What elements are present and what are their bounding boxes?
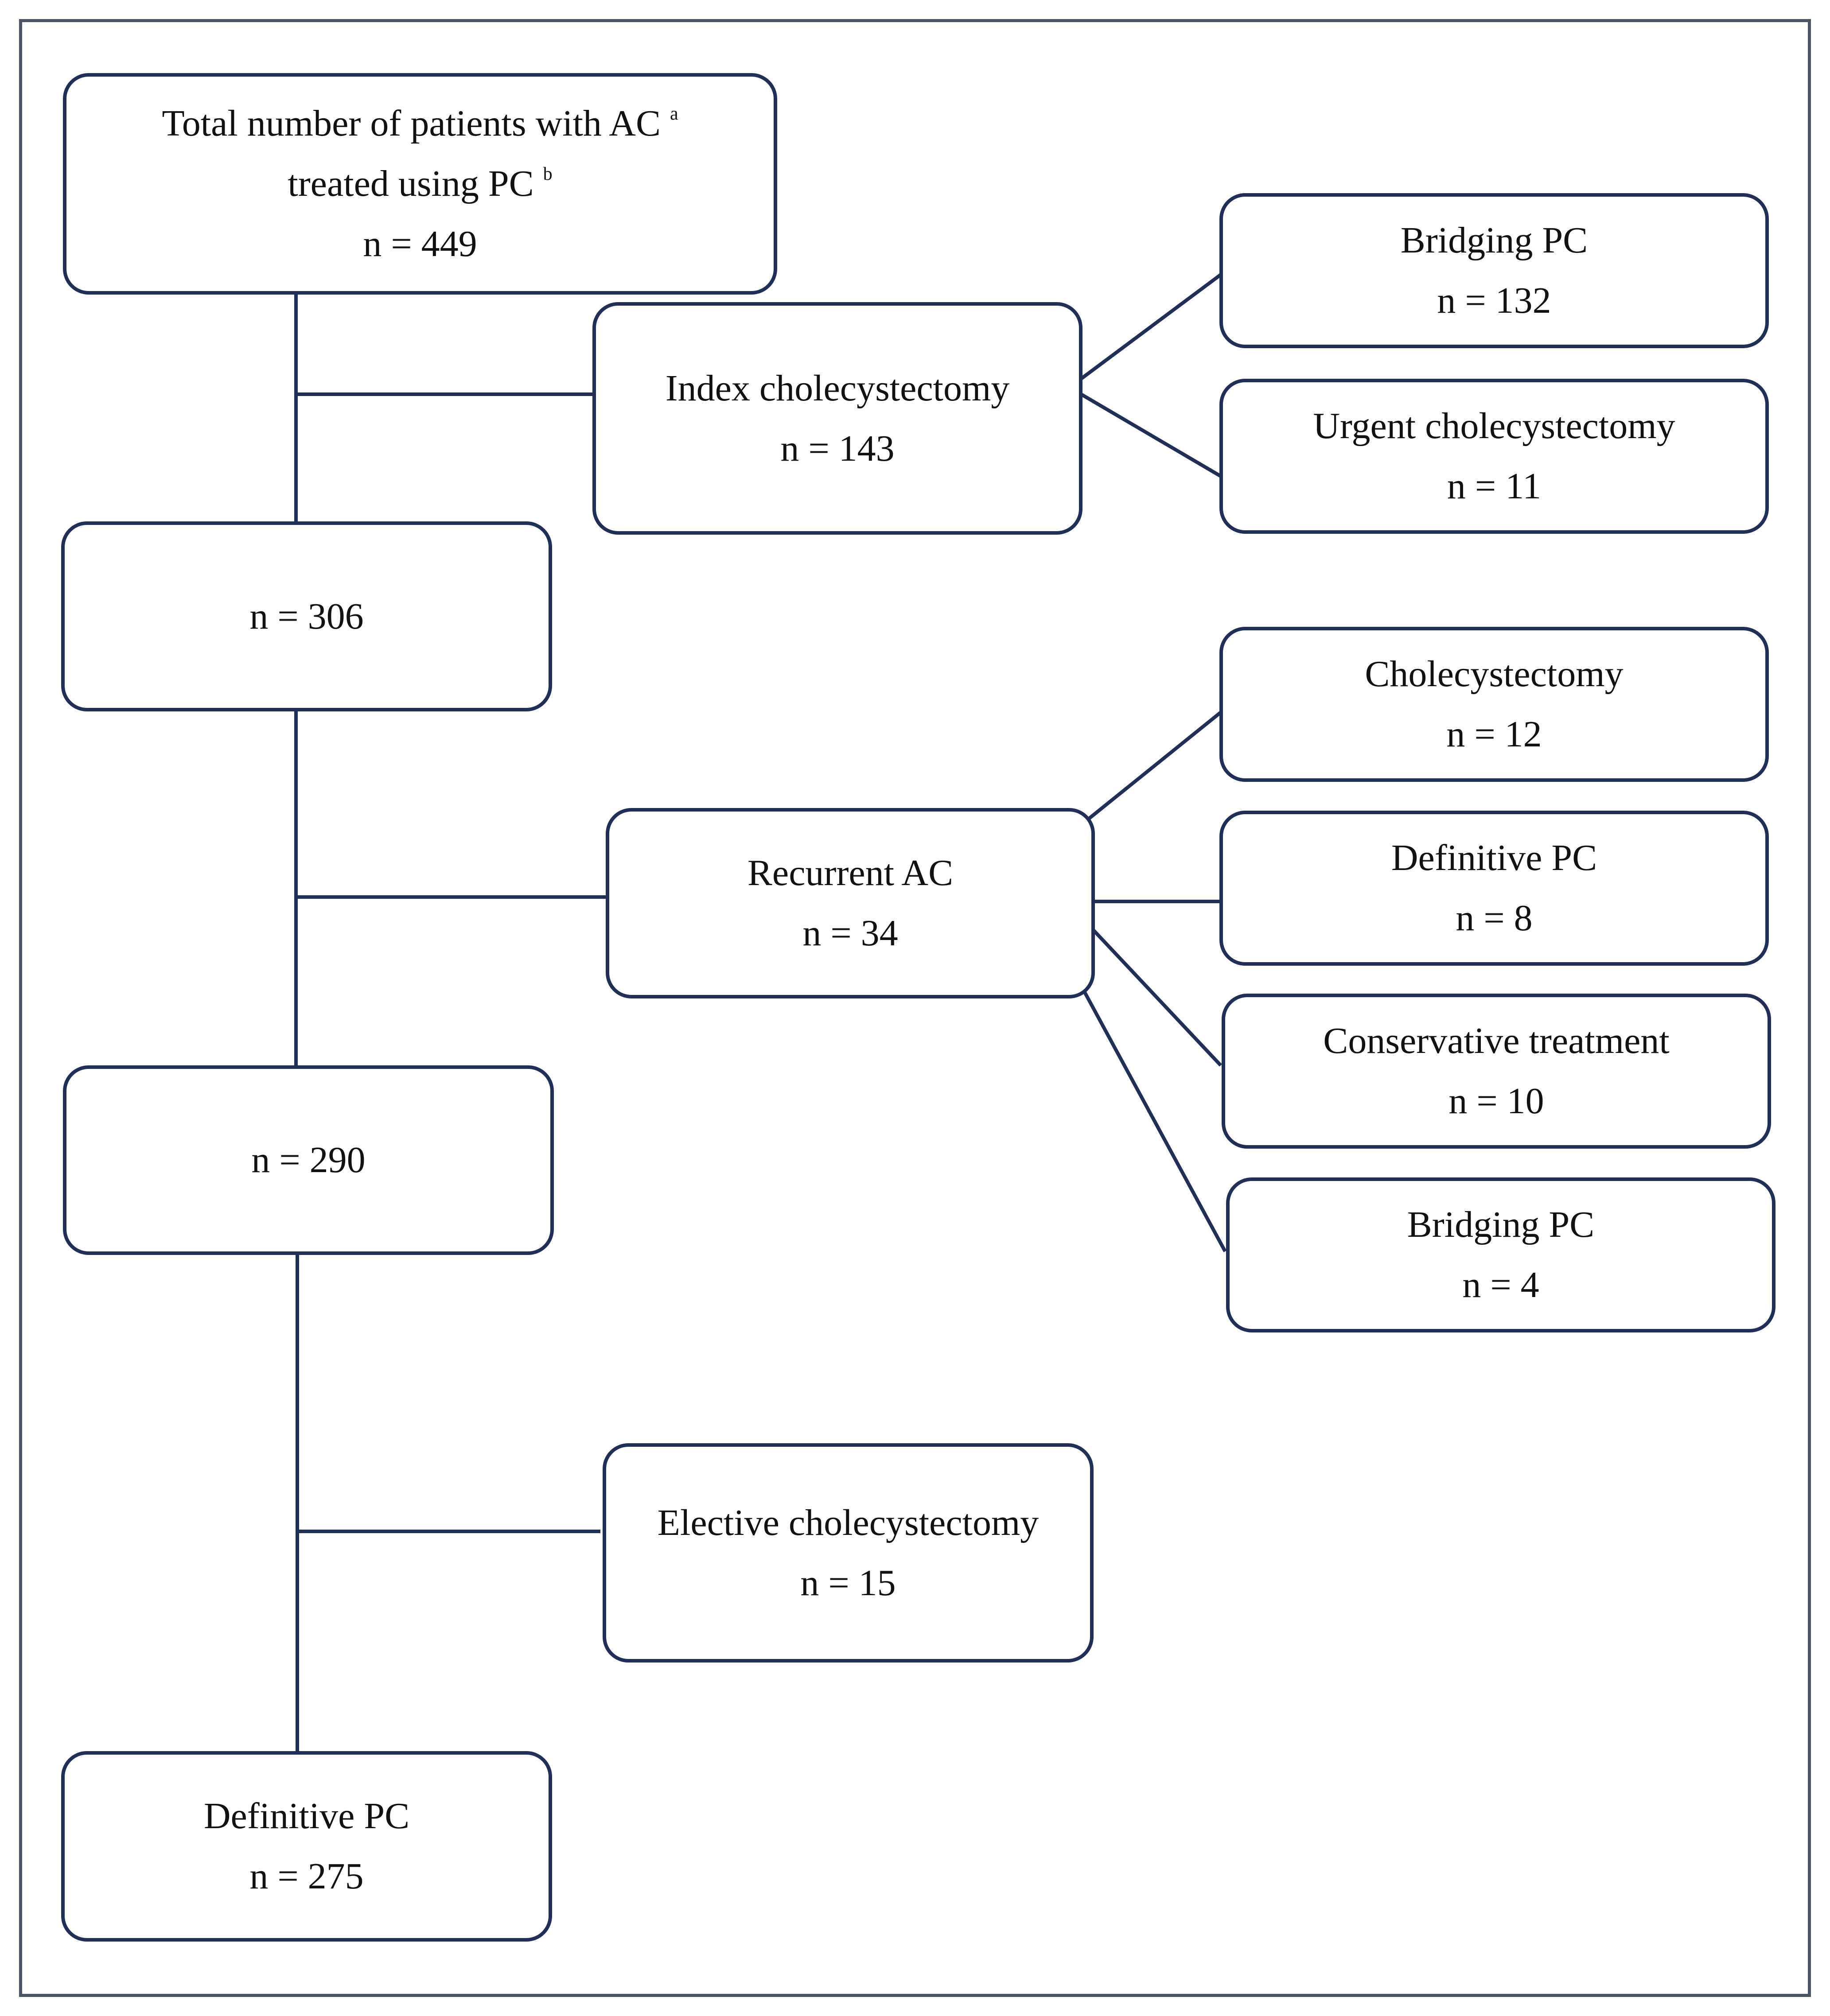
rec-definitive-count: n = 8	[1456, 897, 1533, 939]
index-cholecystectomy-box: Index cholecystectomy n = 143	[592, 302, 1082, 535]
elective-count: n = 15	[800, 1562, 896, 1604]
footnote-a: a	[670, 104, 678, 124]
diagram-frame	[19, 19, 1811, 1997]
recurrent-label: Recurrent AC	[747, 852, 954, 893]
link-recurrent-bridging	[1083, 991, 1227, 1252]
urgent-count: n = 11	[1447, 466, 1542, 507]
bridging1-label: Bridging PC	[1400, 220, 1588, 261]
bridging-pc-small-box: Bridging PC n = 4	[1226, 1177, 1775, 1332]
link-recurrent-chole	[1086, 707, 1226, 821]
urgent-label: Urgent cholecystectomy	[1313, 405, 1675, 447]
index-label: Index cholecystectomy	[665, 367, 1010, 409]
root-box: Total number of patients with AC a treat…	[63, 73, 777, 295]
remaining1-count: n = 306	[249, 595, 364, 637]
root-count: n = 449	[363, 223, 477, 264]
rec-definitive-label: Definitive PC	[1391, 837, 1597, 878]
rec-chole-label: Cholecystectomy	[1365, 653, 1624, 695]
elective-cholecystectomy-box: Elective cholecystectomy n = 15	[603, 1443, 1094, 1663]
definitive-pc-small-box: Definitive PC n = 8	[1219, 811, 1769, 966]
root-line2: treated using PC b	[288, 163, 553, 204]
index-count: n = 143	[780, 427, 895, 469]
rec-bridging-count: n = 4	[1462, 1264, 1539, 1305]
root-line1: Total number of patients with AC a	[162, 103, 678, 144]
definitive-count: n = 275	[249, 1856, 364, 1897]
link-recurrent-conservative	[1092, 929, 1222, 1067]
rec-chole-count: n = 12	[1446, 714, 1542, 755]
remaining2-count: n = 290	[251, 1139, 366, 1181]
recurrent-ac-box: Recurrent AC n = 34	[606, 808, 1095, 998]
remaining-290-box: n = 290	[63, 1065, 554, 1255]
urgent-cholecystectomy-box: Urgent cholecystectomy n = 11	[1219, 379, 1769, 534]
rec-conservative-label: Conservative treatment	[1323, 1020, 1670, 1061]
bridging-pc-box: Bridging PC n = 132	[1219, 193, 1769, 348]
footnote-b: b	[543, 164, 553, 184]
elective-label: Elective cholecystectomy	[657, 1502, 1039, 1543]
recurrent-count: n = 34	[802, 913, 898, 954]
link-index-bridging	[1080, 273, 1222, 381]
definitive-pc-box: Definitive PC n = 275	[61, 1751, 552, 1942]
conservative-treatment-box: Conservative treatment n = 10	[1222, 994, 1771, 1149]
definitive-label: Definitive PC	[203, 1795, 410, 1837]
bridging1-count: n = 132	[1437, 280, 1551, 321]
rec-bridging-label: Bridging PC	[1407, 1204, 1595, 1245]
cholecystectomy-box: Cholecystectomy n = 12	[1219, 627, 1769, 782]
remaining-306-box: n = 306	[61, 521, 552, 711]
link-index-urgent	[1080, 392, 1222, 478]
rec-conservative-count: n = 10	[1448, 1080, 1544, 1122]
